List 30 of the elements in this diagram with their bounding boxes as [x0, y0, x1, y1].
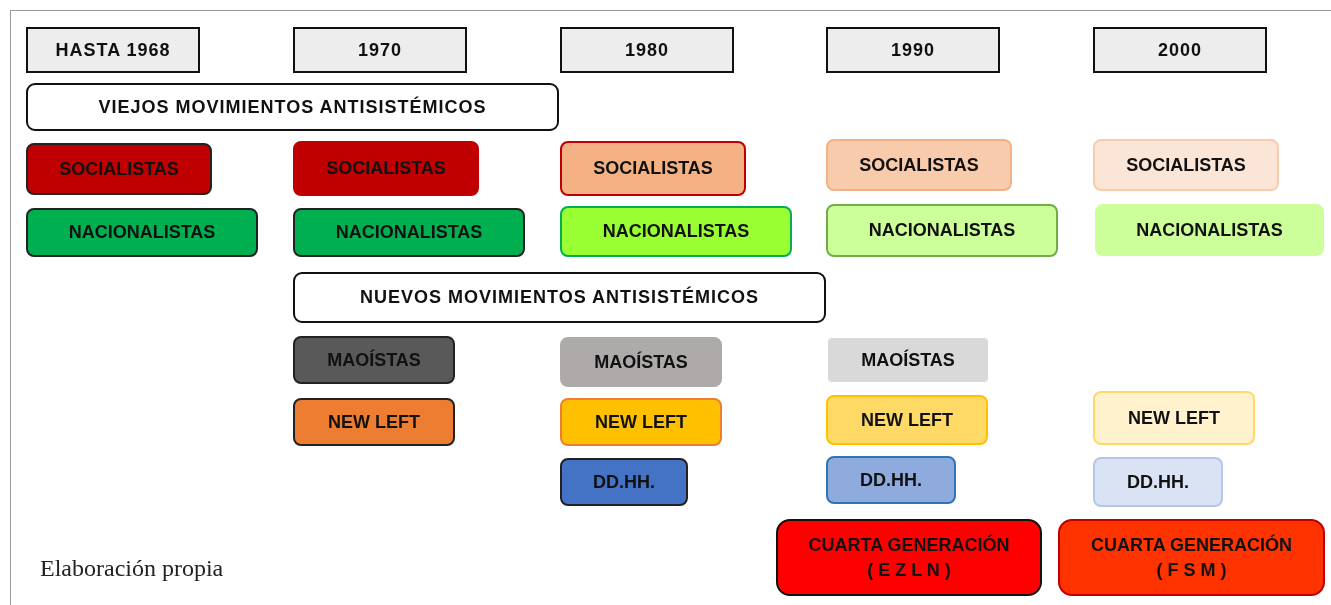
category-box: CUARTA GENERACIÓN ( F S M )	[1058, 519, 1325, 596]
category-box: NACIONALISTAS	[293, 208, 525, 257]
caption: Elaboración propia	[40, 555, 224, 582]
category-box: MAOÍSTAS	[293, 336, 455, 384]
category-box: NACIONALISTAS	[560, 206, 792, 257]
category-box: DD.HH.	[560, 458, 688, 506]
category-box: SOCIALISTAS	[826, 139, 1012, 191]
category-box: DD.HH.	[826, 456, 956, 504]
category-box: SOCIALISTAS	[1093, 139, 1279, 191]
category-box: CUARTA GENERACIÓN ( E Z L N )	[776, 519, 1042, 596]
year-header: 1970	[293, 27, 467, 73]
group-header: NUEVOS MOVIMIENTOS ANTISISTÉMICOS	[293, 272, 826, 323]
category-box: MAOÍSTAS	[560, 337, 722, 387]
year-header: 2000	[1093, 27, 1267, 73]
category-box: NACIONALISTAS	[26, 208, 258, 257]
category-box: NACIONALISTAS	[1095, 204, 1324, 256]
category-box: NACIONALISTAS	[826, 204, 1058, 257]
category-box: DD.HH.	[1093, 457, 1223, 507]
category-box: MAOÍSTAS	[828, 338, 988, 382]
category-box: SOCIALISTAS	[26, 143, 212, 195]
category-box: NEW LEFT	[293, 398, 455, 446]
category-box: NEW LEFT	[560, 398, 722, 446]
year-header: 1980	[560, 27, 734, 73]
category-box: SOCIALISTAS	[560, 141, 746, 196]
category-box: NEW LEFT	[1093, 391, 1255, 445]
category-box: NEW LEFT	[826, 395, 988, 445]
category-box: SOCIALISTAS	[293, 141, 479, 196]
group-header: VIEJOS MOVIMIENTOS ANTISISTÉMICOS	[26, 83, 559, 131]
year-header: HASTA 1968	[26, 27, 200, 73]
year-header: 1990	[826, 27, 1000, 73]
